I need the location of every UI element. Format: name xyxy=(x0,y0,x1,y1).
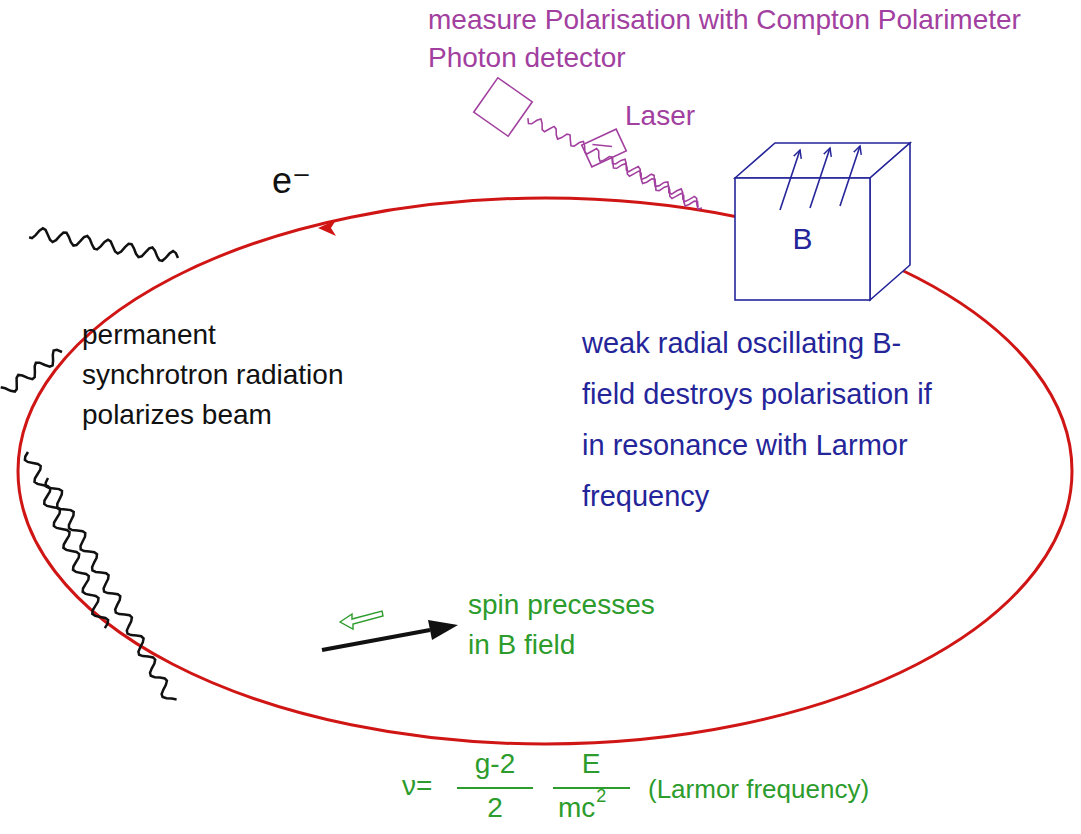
title-note: measure Polarisation with Compton Polari… xyxy=(428,4,1021,36)
formula-exponent: 2 xyxy=(596,786,606,807)
detector-label: Photon detector xyxy=(428,42,626,74)
synchrotron-radiation xyxy=(1,228,178,699)
beam-direction-arrow xyxy=(318,220,336,236)
particle-label: e⁻ xyxy=(272,160,311,201)
field-label: B xyxy=(792,222,812,256)
formula-symbol: ν= xyxy=(402,770,432,802)
wave-line xyxy=(1,350,62,392)
formula-numerator: E xyxy=(582,748,601,780)
precession-note: spin precesses in B field xyxy=(468,585,661,665)
formula-denominator: 2 xyxy=(487,792,503,824)
laser xyxy=(582,129,627,167)
wave-line xyxy=(612,158,702,209)
polarimeter-parts xyxy=(474,78,627,167)
wave-line xyxy=(528,118,698,207)
formula-denominator: mc xyxy=(558,792,595,824)
spin-arrow xyxy=(322,611,458,650)
synchrotron-note: permanent synchrotron radiation polarize… xyxy=(82,315,350,435)
field-arrows xyxy=(780,146,860,210)
magnet-box: B xyxy=(735,178,870,300)
depolariser-note: weak radial oscillating B-field destroys… xyxy=(582,318,933,522)
laser-photons xyxy=(528,118,702,209)
photon-detector xyxy=(474,78,532,136)
wave-line xyxy=(25,452,108,628)
storage-ring xyxy=(18,198,1072,744)
laser-label: Laser xyxy=(625,100,695,132)
formula-note: (Larmor frequency) xyxy=(648,775,869,805)
wave-line xyxy=(46,478,177,700)
wave-line xyxy=(29,228,178,260)
formula-numerator: g-2 xyxy=(475,748,515,780)
magnet-box xyxy=(735,143,910,300)
